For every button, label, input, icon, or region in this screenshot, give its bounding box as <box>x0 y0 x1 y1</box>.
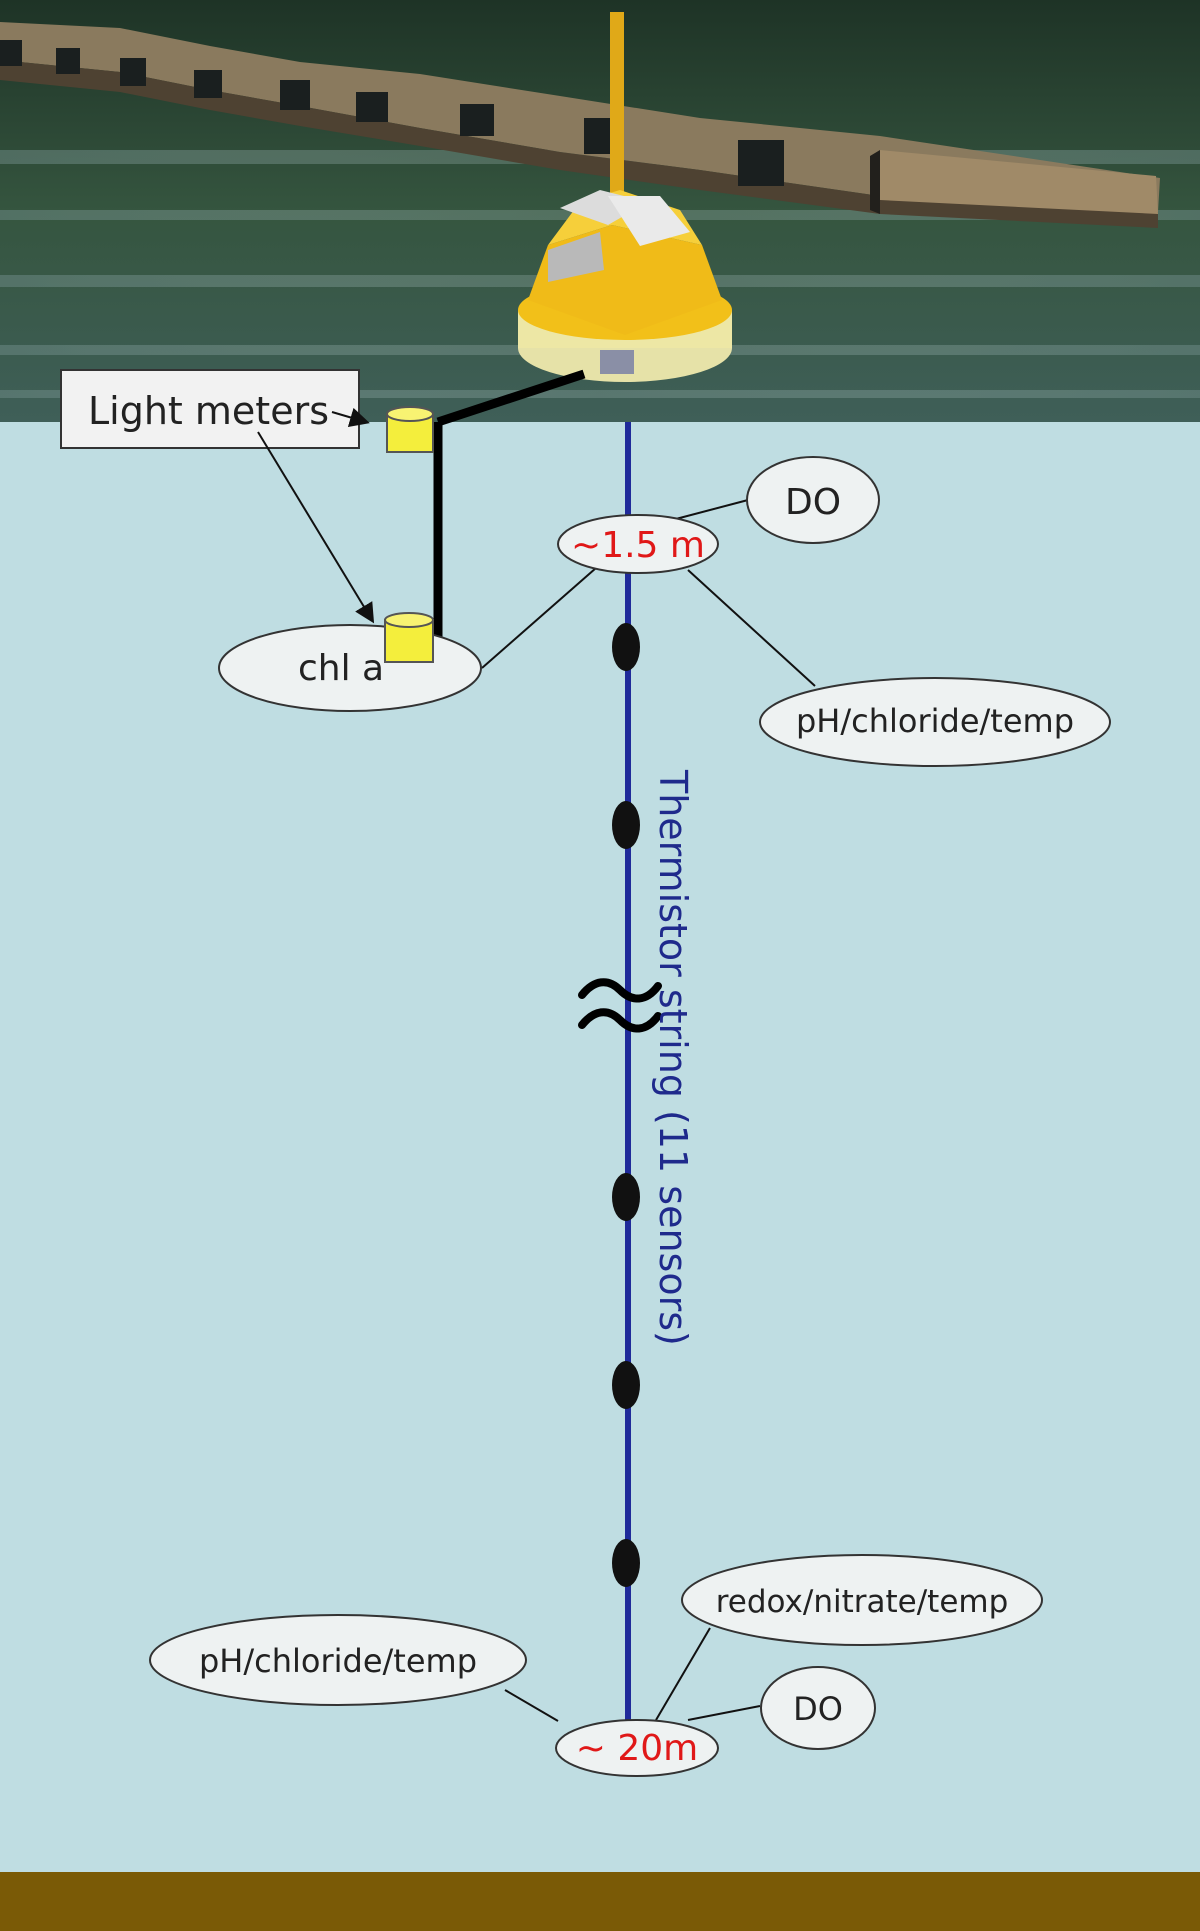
bottom-do-label: DO <box>793 1690 843 1728</box>
thermistor-sensors <box>612 623 640 1587</box>
thermistor-sensor <box>612 1361 640 1409</box>
bottom-depth-callout: ~ 20m <box>555 1719 719 1777</box>
chl-a-callout: chl a <box>218 624 482 712</box>
double-tilde-break-icon <box>578 978 662 1033</box>
top-depth-label: ~1.5 m <box>571 525 705 566</box>
thermistor-sensor <box>612 1173 640 1221</box>
top-depth-callout: ~1.5 m <box>557 514 719 574</box>
top-ph-label: pH/chloride/temp <box>796 702 1074 740</box>
thermistor-label: Thermistor string (11 sensors) <box>651 769 695 1346</box>
bottom-redox-label: redox/nitrate/temp <box>716 1584 1009 1620</box>
cylinder-sensor-icon <box>386 406 434 453</box>
top-ph-callout: pH/chloride/temp <box>759 677 1111 767</box>
lake-bed <box>0 1872 1200 1931</box>
floating-dock <box>0 22 1160 228</box>
bottom-ph-callout: pH/chloride/temp <box>149 1614 527 1706</box>
bottom-ph-label: pH/chloride/temp <box>199 1642 477 1680</box>
thermistor-sensor <box>612 623 640 671</box>
cylinder-sensor-icon <box>384 612 434 663</box>
thermistor-sensor <box>612 1539 640 1587</box>
light-meters-label: Light meters <box>88 389 329 433</box>
top-do-callout: DO <box>746 456 880 544</box>
thermistor-sensor <box>612 801 640 849</box>
bottom-redox-callout: redox/nitrate/temp <box>681 1554 1043 1646</box>
light-meters-callout: Light meters <box>60 369 375 624</box>
connector-lines <box>481 499 816 1722</box>
light-meter-arm <box>433 369 586 662</box>
top-do-label: DO <box>785 482 841 523</box>
bottom-depth-label: ~ 20m <box>576 1728 698 1769</box>
chl-a-label: chl a <box>298 648 384 689</box>
bottom-do-callout: DO <box>760 1666 876 1750</box>
lake-surface-photo <box>0 0 1200 422</box>
buoy-icon <box>518 12 732 382</box>
